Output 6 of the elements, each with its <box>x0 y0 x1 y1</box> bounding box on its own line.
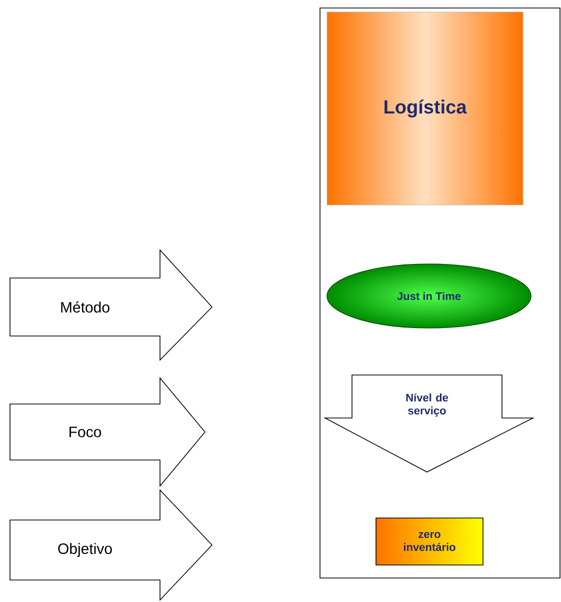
process-box: zero inventário <box>376 518 484 566</box>
process-box: Logística <box>326 12 524 206</box>
down-signpost: Nível de serviço <box>323 374 535 472</box>
signpost: Método <box>10 248 213 361</box>
signpost: Foco <box>10 376 206 488</box>
signpost: Objetivo <box>10 488 213 601</box>
